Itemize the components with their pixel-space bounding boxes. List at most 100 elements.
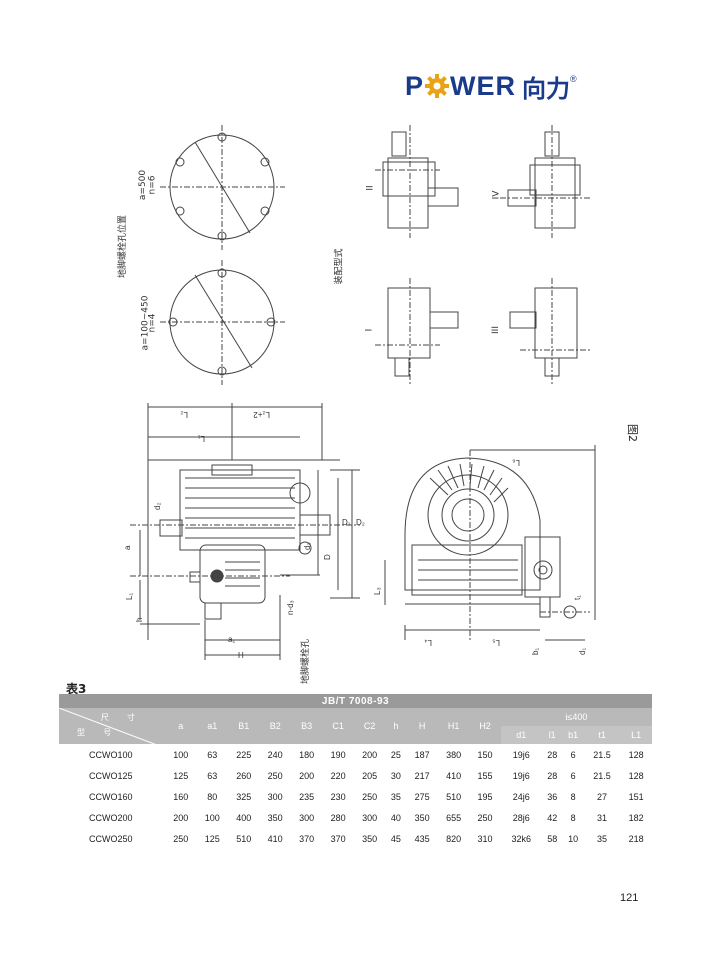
value-cell: 28	[547, 749, 558, 760]
value-cell: 125	[204, 833, 220, 844]
label-anchor-holes: 地脚螺栓孔	[301, 638, 312, 685]
value-cell: 40	[390, 812, 401, 823]
value-cell: 510	[446, 791, 462, 802]
value-cell: 63	[207, 749, 218, 760]
svg-text:n-d₃: n-d₃	[286, 600, 295, 615]
col-group-ratio: i≤400	[500, 708, 652, 726]
model-cell: CCWO200	[89, 812, 133, 823]
svg-text:h: h	[135, 618, 144, 622]
value-cell: 19j6	[512, 770, 530, 781]
value-cell: 370	[330, 833, 346, 844]
label-assembly: 装配型式	[334, 248, 345, 285]
value-cell: 125	[173, 770, 189, 781]
value-cell: 180	[299, 749, 315, 760]
value-cell: 155	[477, 770, 493, 781]
col-b1: B1	[227, 708, 260, 744]
value-cell: 150	[477, 749, 493, 760]
value-cell: 31	[597, 812, 608, 823]
value-cell: 250	[362, 791, 378, 802]
value-cell: 380	[446, 749, 462, 760]
value-cell: 250	[173, 833, 189, 844]
col-b1-key: b1	[562, 726, 584, 744]
svg-text:L₃: L₃	[373, 587, 382, 595]
svg-text:L₆: L₆	[512, 458, 520, 467]
value-cell: 80	[207, 791, 218, 802]
value-cell: 187	[414, 749, 430, 760]
value-cell: 36	[547, 791, 558, 802]
col-h1: H1	[437, 708, 470, 744]
value-cell: 225	[236, 749, 252, 760]
spec-table: JB/T 7008-93 尺 寸 型 号 a a1 B1 B2 B3 C1 C2…	[59, 694, 652, 849]
value-cell: 63	[207, 770, 218, 781]
value-cell: 160	[173, 791, 189, 802]
assembly-type-ii	[375, 125, 459, 238]
value-cell: 21.5	[593, 770, 611, 781]
col-d1: d1	[500, 726, 542, 744]
value-cell: 235	[299, 791, 315, 802]
value-cell: 27	[597, 791, 608, 802]
value-cell: 100	[204, 812, 220, 823]
col-h2: H2	[469, 708, 501, 744]
registered-mark: ®	[570, 74, 577, 84]
svg-text:H: H	[238, 651, 244, 660]
col-big-h: H	[406, 708, 438, 744]
corner-model-label: 型 号	[77, 728, 120, 737]
value-cell: 820	[446, 833, 462, 844]
col-h: h	[385, 708, 407, 744]
model-cell: CCWO100	[89, 749, 133, 760]
label-bolt-holes: 地脚螺栓孔位置	[118, 214, 129, 279]
figure-label: 图2	[626, 424, 639, 442]
value-cell: 45	[390, 833, 401, 844]
svg-text:D₂: D₂	[356, 518, 365, 527]
assembly-type-iv	[500, 125, 590, 238]
value-cell: 200	[299, 770, 315, 781]
model-cell: CCWO160	[89, 791, 133, 802]
value-cell: 350	[362, 833, 378, 844]
col-c2: C2	[353, 708, 386, 744]
value-cell: 217	[414, 770, 430, 781]
model-cell: CCWO125	[89, 770, 133, 781]
value-cell: 218	[628, 833, 644, 844]
value-cell: 10	[568, 833, 579, 844]
value-cell: 200	[362, 749, 378, 760]
value-cell: 300	[362, 812, 378, 823]
label-type-ii: II	[365, 185, 376, 191]
col-c1: C1	[322, 708, 354, 744]
flange-four-holes	[160, 260, 285, 385]
value-cell: 24j6	[512, 791, 530, 802]
svg-text:d₃: d₃	[303, 542, 312, 550]
value-cell: 151	[628, 791, 644, 802]
svg-text:D: D	[323, 554, 332, 560]
value-cell: 30	[390, 770, 401, 781]
col-b2: B2	[259, 708, 291, 744]
brand-logo: P WER 向力 ®	[405, 68, 577, 104]
table-corner-cell: 尺 寸 型 号	[59, 708, 165, 748]
model-cell: CCWO250	[89, 833, 133, 844]
value-cell: 58	[547, 833, 558, 844]
value-cell: 655	[446, 812, 462, 823]
gear-icon	[425, 74, 450, 98]
col-l1: l1	[541, 726, 563, 744]
table-header-row: 尺 寸 型 号 a a1 B1 B2 B3 C1 C2 h H H1 H2 i≤…	[59, 708, 652, 748]
value-cell: 250	[267, 770, 283, 781]
corner-diagonal	[59, 708, 165, 748]
value-cell: 220	[330, 770, 346, 781]
logo-letters-wer: WER	[450, 70, 517, 101]
value-cell: 35	[597, 833, 608, 844]
corner-dimension-label: 尺 寸	[100, 713, 143, 722]
label-n4: n=4	[147, 313, 158, 333]
assembly-type-i	[375, 278, 459, 385]
value-cell: 260	[236, 770, 252, 781]
value-cell: 182	[628, 812, 644, 823]
value-cell: 325	[236, 791, 252, 802]
value-cell: 240	[267, 749, 283, 760]
value-cell: 435	[414, 833, 430, 844]
svg-text:L₂+2: L₂+2	[253, 410, 270, 419]
value-cell: 350	[267, 812, 283, 823]
svg-text:D₁: D₁	[342, 518, 351, 527]
svg-text:L₁: L₁	[125, 593, 134, 600]
